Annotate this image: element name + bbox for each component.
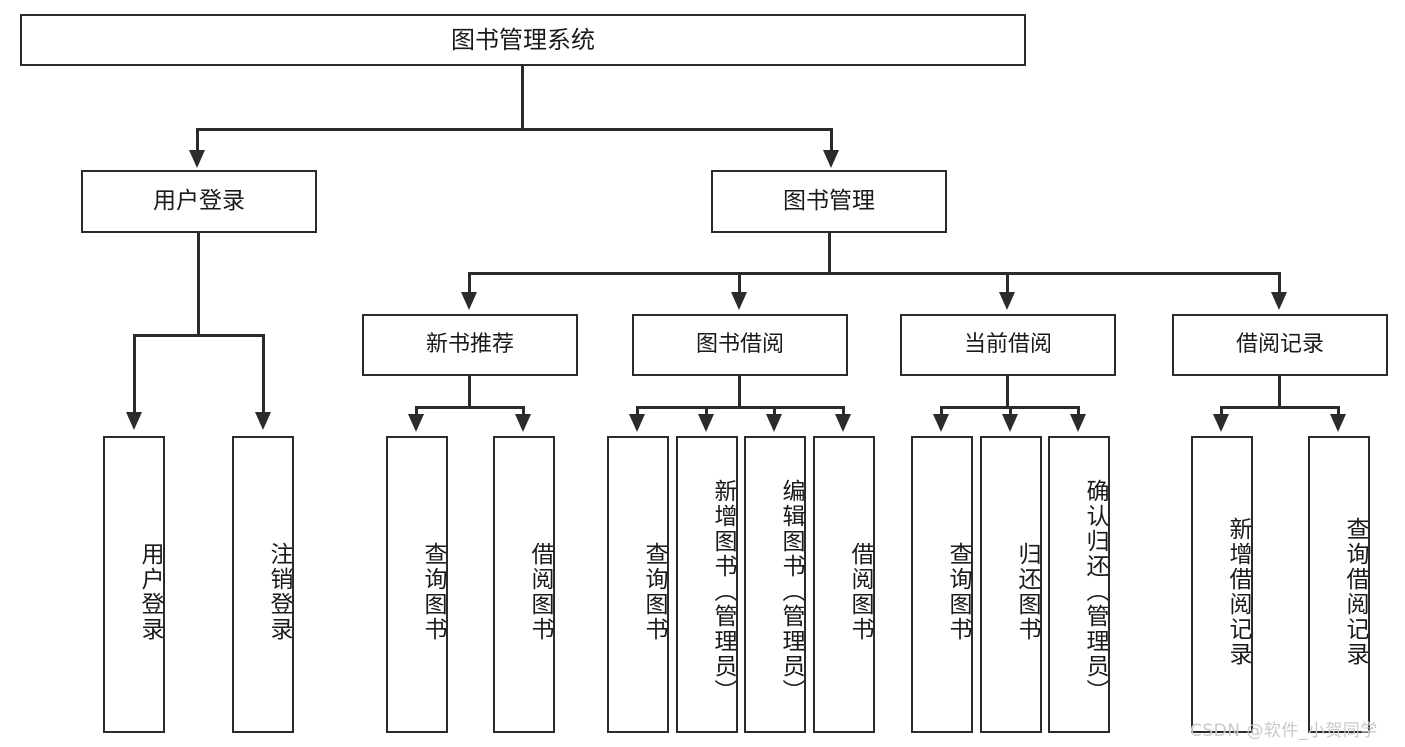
connector-borrow-record-leaf-1	[1220, 406, 1223, 416]
connector-new-book-leaf-1	[415, 406, 418, 416]
leaf-label: 借阅图书	[527, 541, 553, 642]
connector-book-mgmt-to-l2-1	[468, 272, 471, 294]
connector-book-mgmt-stem	[828, 233, 831, 274]
connector-book-borrow-bus	[636, 406, 845, 409]
node-book-borrow[interactable]: 图书借阅	[632, 314, 848, 376]
node-current-borrow[interactable]: 当前借阅	[900, 314, 1116, 376]
node-label: 图书管理系统	[451, 25, 595, 54]
leaf-edit-book-admin[interactable]: 编辑图书（管理员）	[744, 436, 806, 733]
node-label: 当前借阅	[963, 332, 1052, 358]
connector-borrow-record-stem	[1278, 376, 1281, 408]
connector-book-mgmt-to-l2-2	[738, 272, 741, 294]
arrowhead-leaf-user-login-1	[126, 412, 142, 430]
node-user-login[interactable]: 用户登录	[81, 170, 317, 233]
connector-current-borrow-leaf-1	[940, 406, 943, 416]
leaf-label: 查询借阅记录	[1342, 516, 1368, 667]
node-label: 图书管理	[783, 187, 875, 214]
node-label: 图书借阅	[695, 332, 784, 358]
leaf-borrow-book-recommend[interactable]: 借阅图书	[493, 436, 555, 733]
connector-book-mgmt-to-l2-3	[1006, 272, 1009, 294]
arrowhead-leaf-borrow-record-2	[1330, 414, 1346, 432]
connector-borrow-record-bus	[1220, 406, 1340, 409]
arrowhead-leaf-current-borrow-2	[1002, 414, 1018, 432]
leaf-query-borrow-record[interactable]: 查询借阅记录	[1308, 436, 1370, 733]
arrowhead-leaf-borrow-record-1	[1213, 414, 1229, 432]
leaf-borrow-book[interactable]: 借阅图书	[813, 436, 875, 733]
leaf-label: 查询图书	[945, 541, 971, 642]
leaf-add-book-admin[interactable]: 新增图书（管理员）	[676, 436, 738, 733]
connector-user-login-leaf-2	[262, 334, 265, 414]
connector-book-mgmt-to-l2-4	[1278, 272, 1281, 294]
connector-user-login-bus	[133, 334, 265, 337]
node-label: 用户登录	[153, 187, 245, 214]
arrowhead-leaf-current-borrow-1	[933, 414, 949, 432]
leaf-user-login[interactable]: 用户登录	[103, 436, 165, 733]
connector-book-borrow-leaf-2	[705, 406, 708, 416]
leaf-query-book-current[interactable]: 查询图书	[911, 436, 973, 733]
node-root-system[interactable]: 图书管理系统	[20, 14, 1026, 66]
leaf-label: 编辑图书（管理员）	[778, 479, 804, 704]
connector-current-borrow-stem	[1006, 376, 1009, 408]
arrowhead-leaf-new-book-2	[515, 414, 531, 432]
node-book-management[interactable]: 图书管理	[711, 170, 947, 233]
arrowhead-leaf-current-borrow-3	[1070, 414, 1086, 432]
node-label: 新书推荐	[425, 332, 514, 358]
leaf-query-book[interactable]: 查询图书	[607, 436, 669, 733]
leaf-add-borrow-record[interactable]: 新增借阅记录	[1191, 436, 1253, 733]
connector-book-borrow-leaf-3	[773, 406, 776, 416]
connector-current-borrow-leaf-2	[1009, 406, 1012, 416]
node-label: 借阅记录	[1235, 332, 1324, 358]
leaf-label: 新增借阅记录	[1225, 516, 1251, 667]
leaf-label: 注销登录	[266, 541, 292, 642]
node-borrow-record[interactable]: 借阅记录	[1172, 314, 1388, 376]
connector-root-bus	[196, 128, 833, 131]
connector-new-book-leaf-2	[522, 406, 525, 416]
connector-current-borrow-leaf-3	[1077, 406, 1080, 416]
leaf-label: 新增图书（管理员）	[710, 479, 736, 704]
arrowhead-leaf-user-login-2	[255, 412, 271, 430]
leaf-label: 用户登录	[137, 541, 163, 642]
leaf-label: 确认归还（管理员）	[1082, 479, 1108, 704]
leaf-confirm-return-admin[interactable]: 确认归还（管理员）	[1048, 436, 1110, 733]
arrowhead-user-login	[189, 150, 205, 168]
connector-book-borrow-leaf-1	[636, 406, 639, 416]
connector-root-to-book-mgmt	[830, 128, 833, 152]
connector-borrow-record-leaf-2	[1337, 406, 1340, 416]
arrowhead-l2-new-book	[461, 292, 477, 310]
connector-user-login-leaf-1	[133, 334, 136, 414]
leaf-label: 查询图书	[420, 541, 446, 642]
connector-book-borrow-leaf-4	[842, 406, 845, 416]
arrowhead-leaf-book-borrow-4	[835, 414, 851, 432]
connector-book-mgmt-bus	[468, 272, 1281, 275]
leaf-label: 归还图书	[1014, 541, 1040, 642]
arrowhead-book-mgmt	[823, 150, 839, 168]
node-new-book-recommend[interactable]: 新书推荐	[362, 314, 578, 376]
arrowhead-leaf-book-borrow-2	[698, 414, 714, 432]
arrowhead-leaf-new-book-1	[408, 414, 424, 432]
arrowhead-leaf-book-borrow-3	[766, 414, 782, 432]
connector-new-book-stem	[468, 376, 471, 408]
leaf-return-book[interactable]: 归还图书	[980, 436, 1042, 733]
arrowhead-l2-current-borrow	[999, 292, 1015, 310]
connector-new-book-bus	[415, 406, 525, 409]
arrowhead-l2-borrow-record	[1271, 292, 1287, 310]
connector-user-login-stem	[197, 233, 200, 336]
leaf-label: 借阅图书	[847, 541, 873, 642]
leaf-logout[interactable]: 注销登录	[232, 436, 294, 733]
connector-book-borrow-stem	[738, 376, 741, 408]
leaf-query-book-recommend[interactable]: 查询图书	[386, 436, 448, 733]
connector-root-to-user-login	[196, 128, 199, 152]
leaf-label: 查询图书	[641, 541, 667, 642]
connector-root-stem	[521, 66, 524, 130]
arrowhead-leaf-book-borrow-1	[629, 414, 645, 432]
arrowhead-l2-book-borrow	[731, 292, 747, 310]
